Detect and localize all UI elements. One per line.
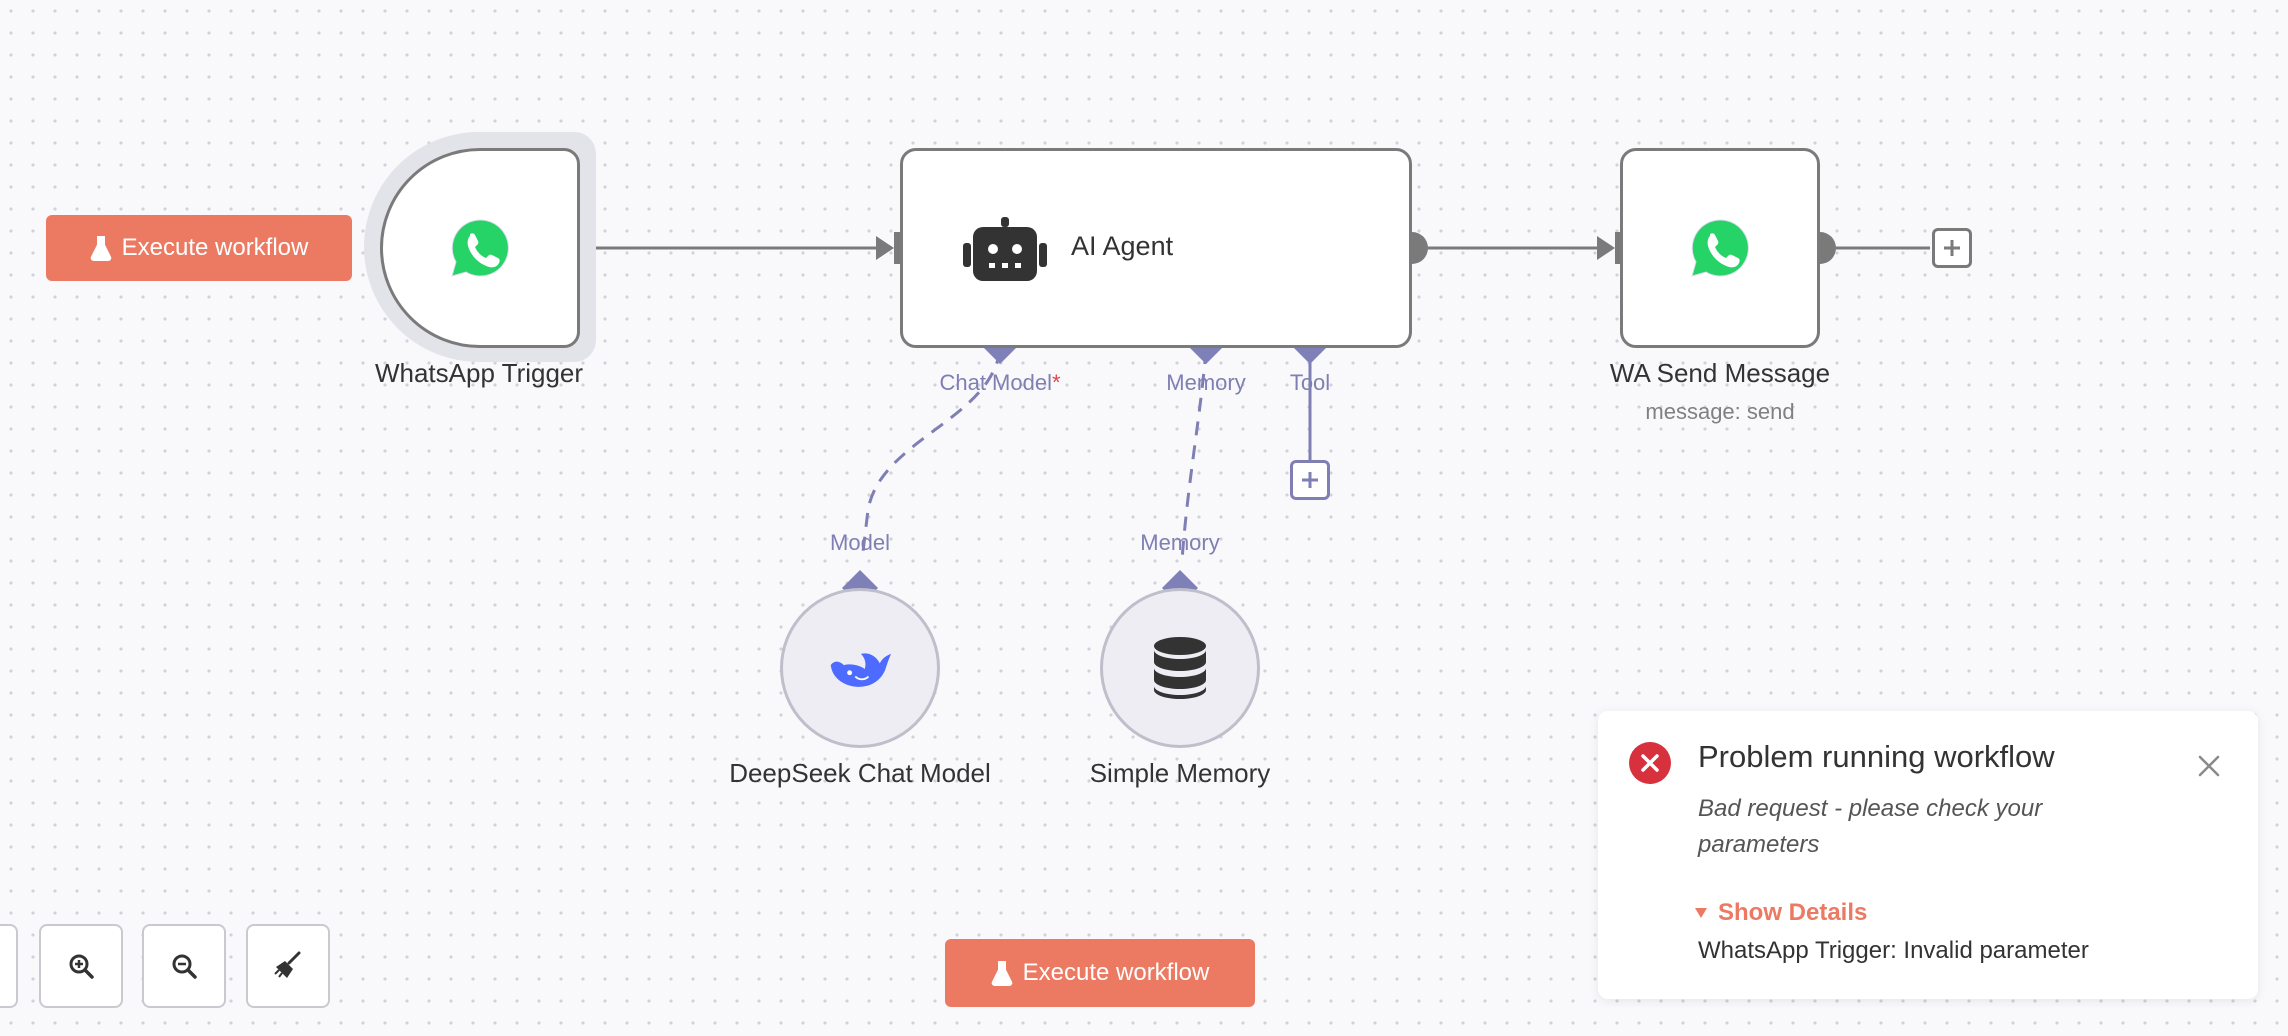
simple-memory-label: Simple Memory xyxy=(1089,758,1271,788)
deepseek-chat-model-node[interactable] xyxy=(780,588,940,748)
fit-view-button[interactable] xyxy=(0,924,18,1008)
simple-memory-node[interactable] xyxy=(1100,588,1260,748)
zoom-in-icon xyxy=(69,954,94,979)
ai-agent-node[interactable]: AI Agent xyxy=(900,148,1412,348)
required-marker: * xyxy=(1051,370,1061,395)
execute-workflow-label: Execute workflow xyxy=(121,234,309,261)
wa-send-message-label: WA Send Message xyxy=(1609,358,1831,388)
flask-icon xyxy=(90,236,111,261)
zoom-out-icon xyxy=(172,954,197,979)
caret-down-icon xyxy=(1695,908,1707,918)
broom-icon xyxy=(274,951,301,978)
model-port-label: Model xyxy=(830,530,890,555)
whatsapp-trigger-label: WhatsApp Trigger xyxy=(374,358,584,388)
error-icon xyxy=(1629,742,1671,784)
show-details-label: Show Details xyxy=(1718,899,1868,926)
wa-send-message-subtitle: message: send xyxy=(1645,399,1795,424)
whatsapp-icon xyxy=(451,219,509,277)
tool-port-label: Tool xyxy=(1289,370,1331,395)
whatsapp-trigger-node[interactable] xyxy=(380,148,580,348)
robot-icon xyxy=(963,217,1047,281)
plus-icon xyxy=(1944,240,1960,256)
zoom-in-button[interactable] xyxy=(39,924,123,1008)
plus-icon xyxy=(1302,472,1318,488)
database-icon xyxy=(1154,637,1206,699)
chat-model-port-label: Chat Model* xyxy=(939,370,1061,395)
edge-arrow xyxy=(1597,236,1615,260)
deepseek-whale-icon xyxy=(830,653,892,687)
memory-port-label: Memory xyxy=(1166,370,1246,395)
edge-arrow xyxy=(876,236,894,260)
execute-workflow-bottom-label: Execute workflow xyxy=(1022,959,1210,986)
deepseek-chat-model-label: DeepSeek Chat Model xyxy=(729,758,991,788)
tidy-up-button[interactable] xyxy=(246,924,330,1008)
edge-model-agent xyxy=(860,349,1002,561)
flask-icon xyxy=(991,961,1012,986)
whatsapp-icon xyxy=(1691,219,1749,277)
memory-sub-port-label: Memory xyxy=(1140,530,1220,555)
add-tool-button[interactable] xyxy=(1290,460,1330,500)
toast-message: Bad request - please check your paramete… xyxy=(1698,795,2043,858)
close-icon[interactable] xyxy=(2194,751,2224,781)
toast-title: Problem running workflow xyxy=(1698,739,2055,774)
zoom-out-button[interactable] xyxy=(142,924,226,1008)
execute-workflow-button[interactable]: Execute workflow xyxy=(46,215,352,281)
wa-send-message-node[interactable] xyxy=(1620,148,1820,348)
show-details-toggle[interactable]: Show Details xyxy=(1694,899,1867,927)
toast-error-detail: WhatsApp Trigger: Invalid parameter xyxy=(1698,937,2089,964)
edge-memory-agent xyxy=(1180,349,1208,561)
ai-agent-label: AI Agent xyxy=(1071,231,1174,261)
execute-workflow-bottom-button[interactable]: Execute workflow xyxy=(945,939,1255,1007)
error-toast: Problem running workflow Bad request - p… xyxy=(1598,711,2258,999)
add-node-button[interactable] xyxy=(1932,228,1972,268)
